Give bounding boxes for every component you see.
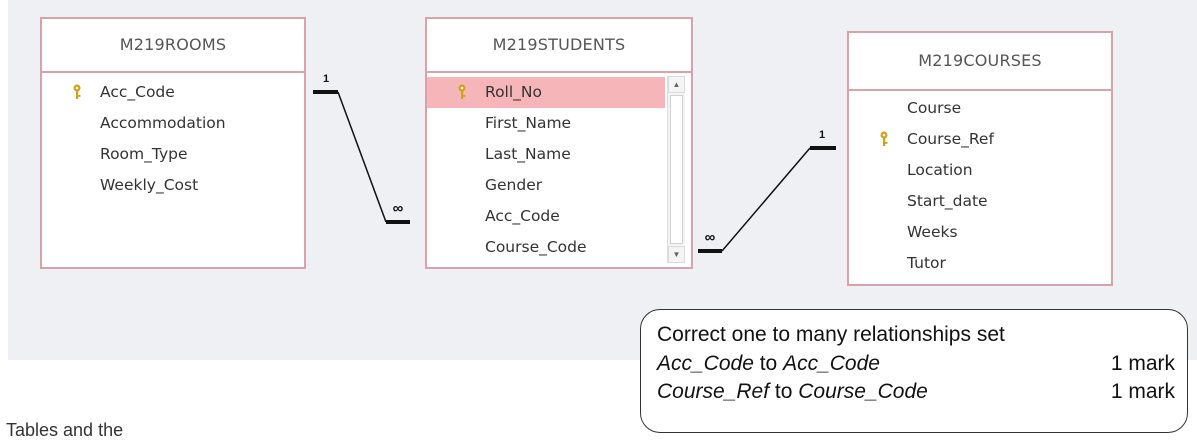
- field-last-name[interactable]: Last_Name: [427, 139, 665, 170]
- field-label: Course_Ref: [907, 130, 994, 148]
- field-label: Room_Type: [100, 145, 188, 163]
- one-label-courses: 1: [819, 129, 825, 141]
- one-label-rooms: 1: [323, 73, 329, 85]
- scroll-thumb[interactable]: [670, 95, 683, 244]
- field-label: Acc_Code: [100, 83, 175, 101]
- many-label-students-course: ∞: [705, 229, 716, 246]
- primary-key-icon: [880, 131, 888, 146]
- field-acc-code[interactable]: Acc_Code: [42, 77, 304, 108]
- field-acc-code[interactable]: Acc_Code: [427, 201, 665, 232]
- scroll-down-arrow-icon[interactable]: ▼: [668, 246, 685, 263]
- mark-right-field: Acc_Code: [783, 352, 880, 375]
- field-gender[interactable]: Gender: [427, 170, 665, 201]
- marks-heading: Correct one to many relationships set: [657, 323, 1005, 346]
- mark-value: 1 mark: [1110, 352, 1175, 375]
- relationship-line-course-ref[interactable]: [721, 147, 811, 252]
- primary-key-icon: [458, 84, 466, 99]
- table-title-courses[interactable]: M219COURSES: [849, 33, 1111, 91]
- relationship-line-acc-code[interactable]: [337, 91, 387, 223]
- mark-row: Acc_Code to Acc_Code 1 mark: [657, 350, 1175, 378]
- field-start-date[interactable]: Start_date: [849, 186, 1111, 217]
- field-label: Gender: [485, 176, 543, 194]
- field-course-ref[interactable]: Course_Ref: [849, 124, 1111, 155]
- scroll-up-arrow-icon[interactable]: ▲: [668, 76, 685, 93]
- primary-key-icon: [73, 84, 81, 99]
- field-roll-no[interactable]: Roll_No: [427, 77, 665, 108]
- field-label: Weekly_Cost: [100, 176, 199, 194]
- field-weeks[interactable]: Weeks: [849, 217, 1111, 248]
- mark-connector: to: [753, 352, 784, 375]
- field-room-type[interactable]: Room_Type: [42, 139, 304, 170]
- field-label: Last_Name: [485, 145, 571, 163]
- field-accommodation[interactable]: Accommodation: [42, 108, 304, 139]
- field-location[interactable]: Location: [849, 155, 1111, 186]
- field-label: Course_Code: [485, 238, 587, 256]
- field-course[interactable]: Course: [849, 93, 1111, 124]
- field-label: First_Name: [485, 114, 572, 132]
- field-first-name[interactable]: First_Name: [427, 108, 665, 139]
- mark-criterion: Acc_Code to Acc_Code: [657, 350, 880, 378]
- field-weekly-cost[interactable]: Weekly_Cost: [42, 170, 304, 201]
- mark-left-field: Acc_Code: [657, 352, 754, 375]
- field-label: Roll_No: [485, 83, 542, 101]
- field-label: Tutor: [907, 254, 946, 272]
- field-label: Weeks: [907, 223, 958, 241]
- mark-value: 1 mark: [1110, 380, 1175, 403]
- mark-criterion: Course_Ref to Course_Code: [657, 378, 928, 406]
- table-title-rooms[interactable]: M219ROOMS: [42, 19, 304, 73]
- field-list-scrollbar[interactable]: ▲ ▼: [667, 76, 685, 263]
- mark-left-field: Course_Ref: [657, 380, 770, 403]
- mark-connector: to: [769, 380, 799, 403]
- table-courses[interactable]: M219COURSES Course Course_Ref Location S…: [847, 31, 1113, 286]
- mark-row: Course_Ref to Course_Code 1 mark: [657, 378, 1175, 406]
- field-label: Acc_Code: [485, 207, 560, 225]
- mark-right-field: Course_Code: [798, 380, 928, 403]
- field-course-code[interactable]: Course_Code: [427, 232, 665, 263]
- field-label: Accommodation: [100, 114, 226, 132]
- marks-callout: Correct one to many relationships set Ac…: [640, 309, 1188, 433]
- table-title-students[interactable]: M219STUDENTS: [427, 19, 691, 73]
- table-rooms[interactable]: M219ROOMS Acc_Code Accommodation Room_Ty…: [40, 17, 306, 269]
- field-tutor[interactable]: Tutor: [849, 248, 1111, 279]
- many-label-students-acc: ∞: [393, 200, 404, 217]
- table-students[interactable]: M219STUDENTS Roll_No First_Name Last_Nam…: [425, 17, 693, 269]
- caption-text: Tables and the: [6, 420, 124, 440]
- field-label: Course: [907, 99, 962, 117]
- field-label: Location: [907, 161, 973, 179]
- field-label: Start_date: [907, 192, 988, 210]
